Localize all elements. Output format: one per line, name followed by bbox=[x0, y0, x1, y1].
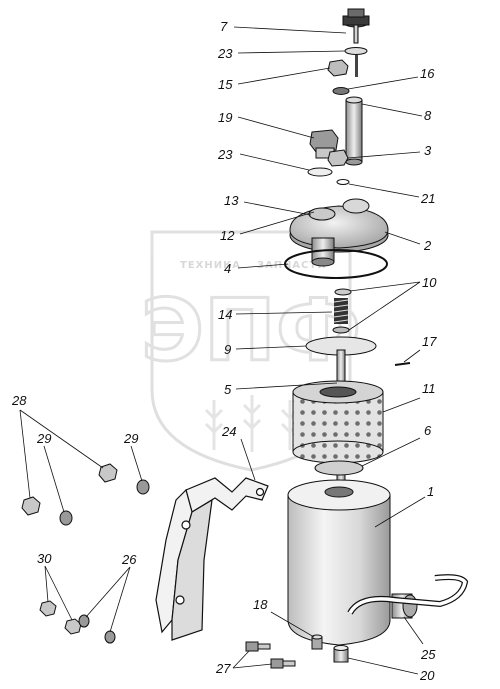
watermark: ТЕХНИКА ЗАПЧАСТИ ЭПФ bbox=[139, 230, 363, 472]
part-28-nut-upper bbox=[98, 463, 118, 483]
part-2-lid bbox=[289, 198, 389, 267]
part-3-nut bbox=[327, 149, 349, 167]
callout-14: 14 bbox=[218, 307, 232, 322]
callout-3: 3 bbox=[424, 143, 432, 158]
callout-5: 5 bbox=[224, 382, 232, 397]
callout-8: 8 bbox=[424, 108, 432, 123]
part-17-cotter-pin bbox=[394, 362, 411, 366]
part-10-cup bbox=[332, 326, 350, 334]
part-30-nut-lower bbox=[64, 618, 82, 635]
part-24-bracket bbox=[155, 477, 269, 641]
part-23-washer-upper bbox=[344, 47, 368, 55]
watermark-logo: ЭПФ bbox=[141, 281, 361, 381]
callout-21: 21 bbox=[420, 191, 435, 206]
callout-6: 6 bbox=[424, 423, 432, 438]
callout-11: 11 bbox=[422, 381, 436, 396]
watermark-text-right: ЗАПЧАСТИ bbox=[257, 260, 327, 271]
part-22-pin bbox=[355, 55, 358, 77]
callout-18: 18 bbox=[253, 597, 268, 612]
part-16-ring bbox=[332, 87, 350, 95]
part-14-spring bbox=[333, 298, 349, 324]
callout-15: 15 bbox=[218, 77, 233, 92]
part-29-washer-upper bbox=[136, 479, 150, 495]
callout-20: 20 bbox=[419, 668, 435, 683]
callout-27: 27 bbox=[215, 661, 231, 676]
callout-7: 7 bbox=[220, 19, 228, 34]
callout-17: 17 bbox=[422, 334, 437, 349]
part-11-filter-element bbox=[292, 380, 384, 464]
callout-29-left: 29 bbox=[36, 431, 51, 446]
leader-lines bbox=[19, 26, 426, 675]
part-6-plate bbox=[314, 460, 364, 476]
callout-4: 4 bbox=[224, 261, 231, 276]
watermark-text-left: ТЕХНИКА bbox=[180, 260, 241, 271]
part-23-washer-lower bbox=[307, 167, 333, 177]
part-15-nut bbox=[327, 59, 349, 77]
callout-23-lower: 23 bbox=[217, 147, 233, 162]
part-20-fitting bbox=[333, 645, 349, 663]
callout-labels: 7 23 15 16 8 19 23 3 21 13 12 2 4 10 14 … bbox=[11, 19, 437, 683]
part-27-bolts bbox=[245, 641, 296, 669]
callout-19: 19 bbox=[218, 110, 232, 125]
part-21-oring bbox=[336, 179, 350, 185]
part-26-washer-lower bbox=[104, 630, 116, 644]
callout-24: 24 bbox=[221, 424, 236, 439]
part-1-housing bbox=[287, 479, 418, 646]
part-10-washer bbox=[334, 288, 352, 296]
callout-13: 13 bbox=[224, 193, 239, 208]
part-7-valve bbox=[342, 8, 370, 44]
callout-28: 28 bbox=[11, 393, 27, 408]
callout-10: 10 bbox=[422, 275, 437, 290]
part-18-drain bbox=[311, 634, 323, 650]
callout-23-upper: 23 bbox=[217, 46, 233, 61]
watermark-wheat-icon bbox=[204, 395, 300, 452]
callout-9: 9 bbox=[224, 342, 231, 357]
callout-1: 1 bbox=[427, 484, 434, 499]
part-29-washer-lower bbox=[59, 510, 73, 526]
callout-25: 25 bbox=[420, 647, 436, 662]
part-28-nut-lower bbox=[21, 496, 41, 516]
part-30-nut-upper bbox=[39, 600, 57, 617]
callout-2: 2 bbox=[423, 238, 432, 253]
callout-26: 26 bbox=[121, 552, 137, 567]
callout-30: 30 bbox=[37, 551, 52, 566]
callout-12: 12 bbox=[220, 228, 235, 243]
callout-16: 16 bbox=[420, 66, 435, 81]
part-8-tube bbox=[345, 96, 363, 166]
part-25-hose-inner bbox=[348, 575, 467, 614]
callout-29-right: 29 bbox=[123, 431, 138, 446]
part-26-washer-upper bbox=[78, 614, 90, 628]
